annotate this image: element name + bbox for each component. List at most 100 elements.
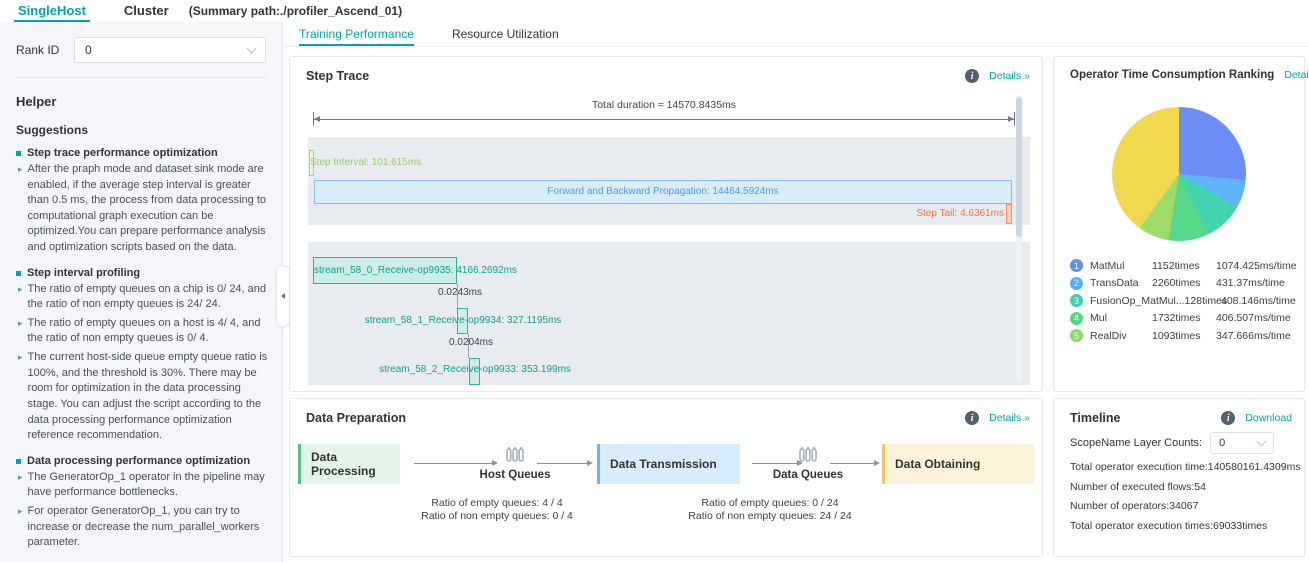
operator-ranking-details-link[interactable]: Details »	[1284, 69, 1309, 81]
suggestion-item: ▸ The ratio of empty queues on a chip is…	[18, 282, 270, 313]
step-trace-title: Step Trace	[306, 69, 370, 83]
flow-arrow-icon	[537, 459, 593, 466]
tab-resource-utilization[interactable]: Resource Utilization	[451, 27, 559, 41]
step-interval-label: Step Interval: 101.615ms	[310, 157, 422, 168]
step-tail-bar	[1006, 204, 1012, 224]
bullet-arrow-icon: ▸	[18, 283, 23, 294]
ratio-empty: Ratio of empty queues: 4 / 4	[431, 497, 563, 509]
top-header: SingleHost Cluster (Summary path:./profi…	[0, 0, 1309, 22]
ratio-non-empty: Ratio of non empty queues: 24 / 24	[688, 510, 852, 522]
bullet-arrow-icon: ▸	[18, 352, 23, 363]
suggestion-item-text: After the praph mode and dataset sink mo…	[27, 163, 266, 254]
rank-id-label: Rank ID	[16, 43, 60, 57]
suggestion-item: ▸ For operator GeneratorOp_1, you can tr…	[18, 504, 270, 551]
flow-arrow-icon	[414, 459, 498, 466]
ratio-empty: Ratio of empty queues: 0 / 24	[701, 497, 839, 509]
connector-line	[457, 284, 458, 308]
operator-ranking-title: Operator Time Consumption Ranking	[1070, 69, 1275, 81]
bullet-arrow-icon: ▸	[18, 164, 23, 174]
step-tail-label: Step Tail: 4.6361ms	[916, 208, 1004, 219]
stage-data-processing: Data Processing	[298, 444, 400, 484]
data-queues-ratios: Ratio of empty queues: 0 / 24 Ratio of n…	[650, 497, 890, 523]
flow-arrow-icon	[752, 459, 803, 466]
rank-id-value: 0	[85, 43, 92, 57]
nav-tab-cluster[interactable]: Cluster	[123, 3, 169, 18]
timeline-panel: Timeline i Download ScopeName Layer Coun…	[1053, 398, 1305, 557]
suggestion-section: Step interval profiling ▸ The ratio of e…	[0, 259, 282, 444]
suggestion-item: ▸ The GeneratorOp_1 operator in the pipe…	[18, 470, 270, 501]
main-content: Training Performance Resource Utilizatio…	[283, 22, 1309, 562]
arrow-left-icon	[314, 115, 320, 122]
bullet-arrow-icon: ▸	[18, 471, 23, 482]
step-trace-upper-band: Step Interval: 101.615ms Forward and Bac…	[308, 137, 1030, 225]
scopename-layer-counts-select[interactable]: 0	[1210, 432, 1275, 454]
bullet-square-icon	[16, 151, 21, 156]
ratio-non-empty: Ratio of non empty queues: 0 / 4	[421, 510, 573, 522]
tab-training-performance[interactable]: Training Performance	[299, 27, 414, 46]
timeline-title: Timeline	[1070, 411, 1121, 425]
connector-line	[468, 334, 469, 358]
legend-row: 3 FusionOp_MatMul... 128times 408.146ms/…	[1054, 292, 1304, 310]
operator-ranking-panel: Operator Time Consumption Ranking Detail…	[1053, 56, 1309, 392]
chevron-down-icon	[1256, 436, 1267, 447]
info-icon[interactable]: i	[965, 411, 980, 425]
operator-name: FusionOp_MatMul...	[1090, 294, 1185, 307]
rank-id-select[interactable]: 0	[74, 37, 266, 63]
suggestions-title: Suggestions	[16, 123, 89, 137]
stream-label-1: stream_58_1_Receive-op9934: 327.1195ms	[364, 315, 562, 326]
operator-per-time: 431.37ms/time	[1214, 276, 1285, 291]
suggestion-item-text: For operator GeneratorOp_1, you can try …	[27, 504, 260, 549]
chevron-down-icon	[246, 43, 257, 54]
suggestion-item-text: The ratio of empty queues on a chip is 0…	[27, 282, 267, 311]
legend-row: 1 MatMul 1152times 1074.425ms/time	[1054, 257, 1304, 275]
data-queues-caption: Data Queues	[772, 469, 844, 481]
nav-tab-singlehost[interactable]: SingleHost	[14, 3, 90, 22]
operator-name: TransData	[1090, 277, 1139, 290]
scrollbar-thumb[interactable]	[1016, 97, 1022, 237]
rank-badge: 4	[1070, 311, 1083, 325]
rank-badge: 1	[1070, 259, 1083, 273]
operator-times: 1732times	[1152, 312, 1201, 325]
step-interval-bar	[309, 150, 314, 176]
sidebar: Rank ID 0 Helper Suggestions Step trace …	[0, 22, 290, 562]
info-icon[interactable]: i	[1221, 411, 1236, 425]
suggestion-section-title: Step trace performance optimization	[16, 147, 270, 159]
suggestion-item: ▸ After the praph mode and dataset sink …	[18, 162, 270, 256]
summary-path: (Summary path:./profiler_Ascend_01)	[188, 4, 403, 18]
operator-time-pie-chart	[1112, 107, 1246, 241]
stream-bar-2	[469, 358, 480, 385]
sidebar-collapse-handle[interactable]	[276, 265, 290, 327]
bullet-square-icon	[16, 458, 21, 464]
scrollbar[interactable]	[1016, 95, 1022, 383]
operator-per-time: 406.507ms/time	[1214, 311, 1291, 326]
data-preparation-details-link[interactable]: Details »	[989, 412, 1030, 424]
timeline-stat: Number of executed flows:54	[1070, 480, 1206, 493]
operator-name: MatMul	[1090, 259, 1125, 272]
stream-bar-1	[457, 308, 468, 334]
gap-label-1: 0.0204ms	[449, 337, 493, 348]
stream-bar-0: stream_58_0_Receive-op9935: 4166.2692ms	[313, 257, 517, 284]
data-preparation-title: Data Preparation	[306, 411, 407, 425]
operator-per-time: 347.666ms/time	[1214, 328, 1291, 343]
operator-per-time: 408.146ms/time	[1219, 293, 1296, 308]
suggestion-item-text: The current host-side queue empty queue …	[27, 351, 268, 442]
data-preparation-panel: Data Preparation i Details » Data Proces…	[289, 398, 1043, 557]
timeline-download-link[interactable]: Download	[1245, 412, 1292, 424]
bullet-arrow-icon: ▸	[18, 505, 23, 516]
collapse-left-icon	[281, 293, 285, 299]
step-trace-details-link[interactable]: Details »	[989, 70, 1030, 82]
total-duration-arrow	[313, 112, 1015, 126]
info-icon[interactable]: i	[965, 69, 980, 83]
legend-row: 4 Mul 1732times 406.507ms/time	[1054, 310, 1304, 328]
operator-times: 1093times	[1152, 329, 1201, 342]
operator-ranking-legend: 1 MatMul 1152times 1074.425ms/time 2 Tra…	[1054, 257, 1304, 345]
scopename-layer-counts-value: 0	[1219, 437, 1226, 449]
helper-title: Helper	[16, 94, 57, 109]
suggestion-section: Data processing performance optimization…	[0, 447, 282, 551]
gap-label-0: 0.0243ms	[438, 287, 482, 298]
suggestion-item-text: The GeneratorOp_1 operator in the pipeli…	[27, 470, 265, 499]
divider	[16, 77, 266, 78]
operator-times: 128times	[1184, 294, 1228, 307]
bullet-arrow-icon: ▸	[18, 317, 23, 328]
suggestion-item: ▸ The current host-side queue empty queu…	[18, 350, 270, 444]
